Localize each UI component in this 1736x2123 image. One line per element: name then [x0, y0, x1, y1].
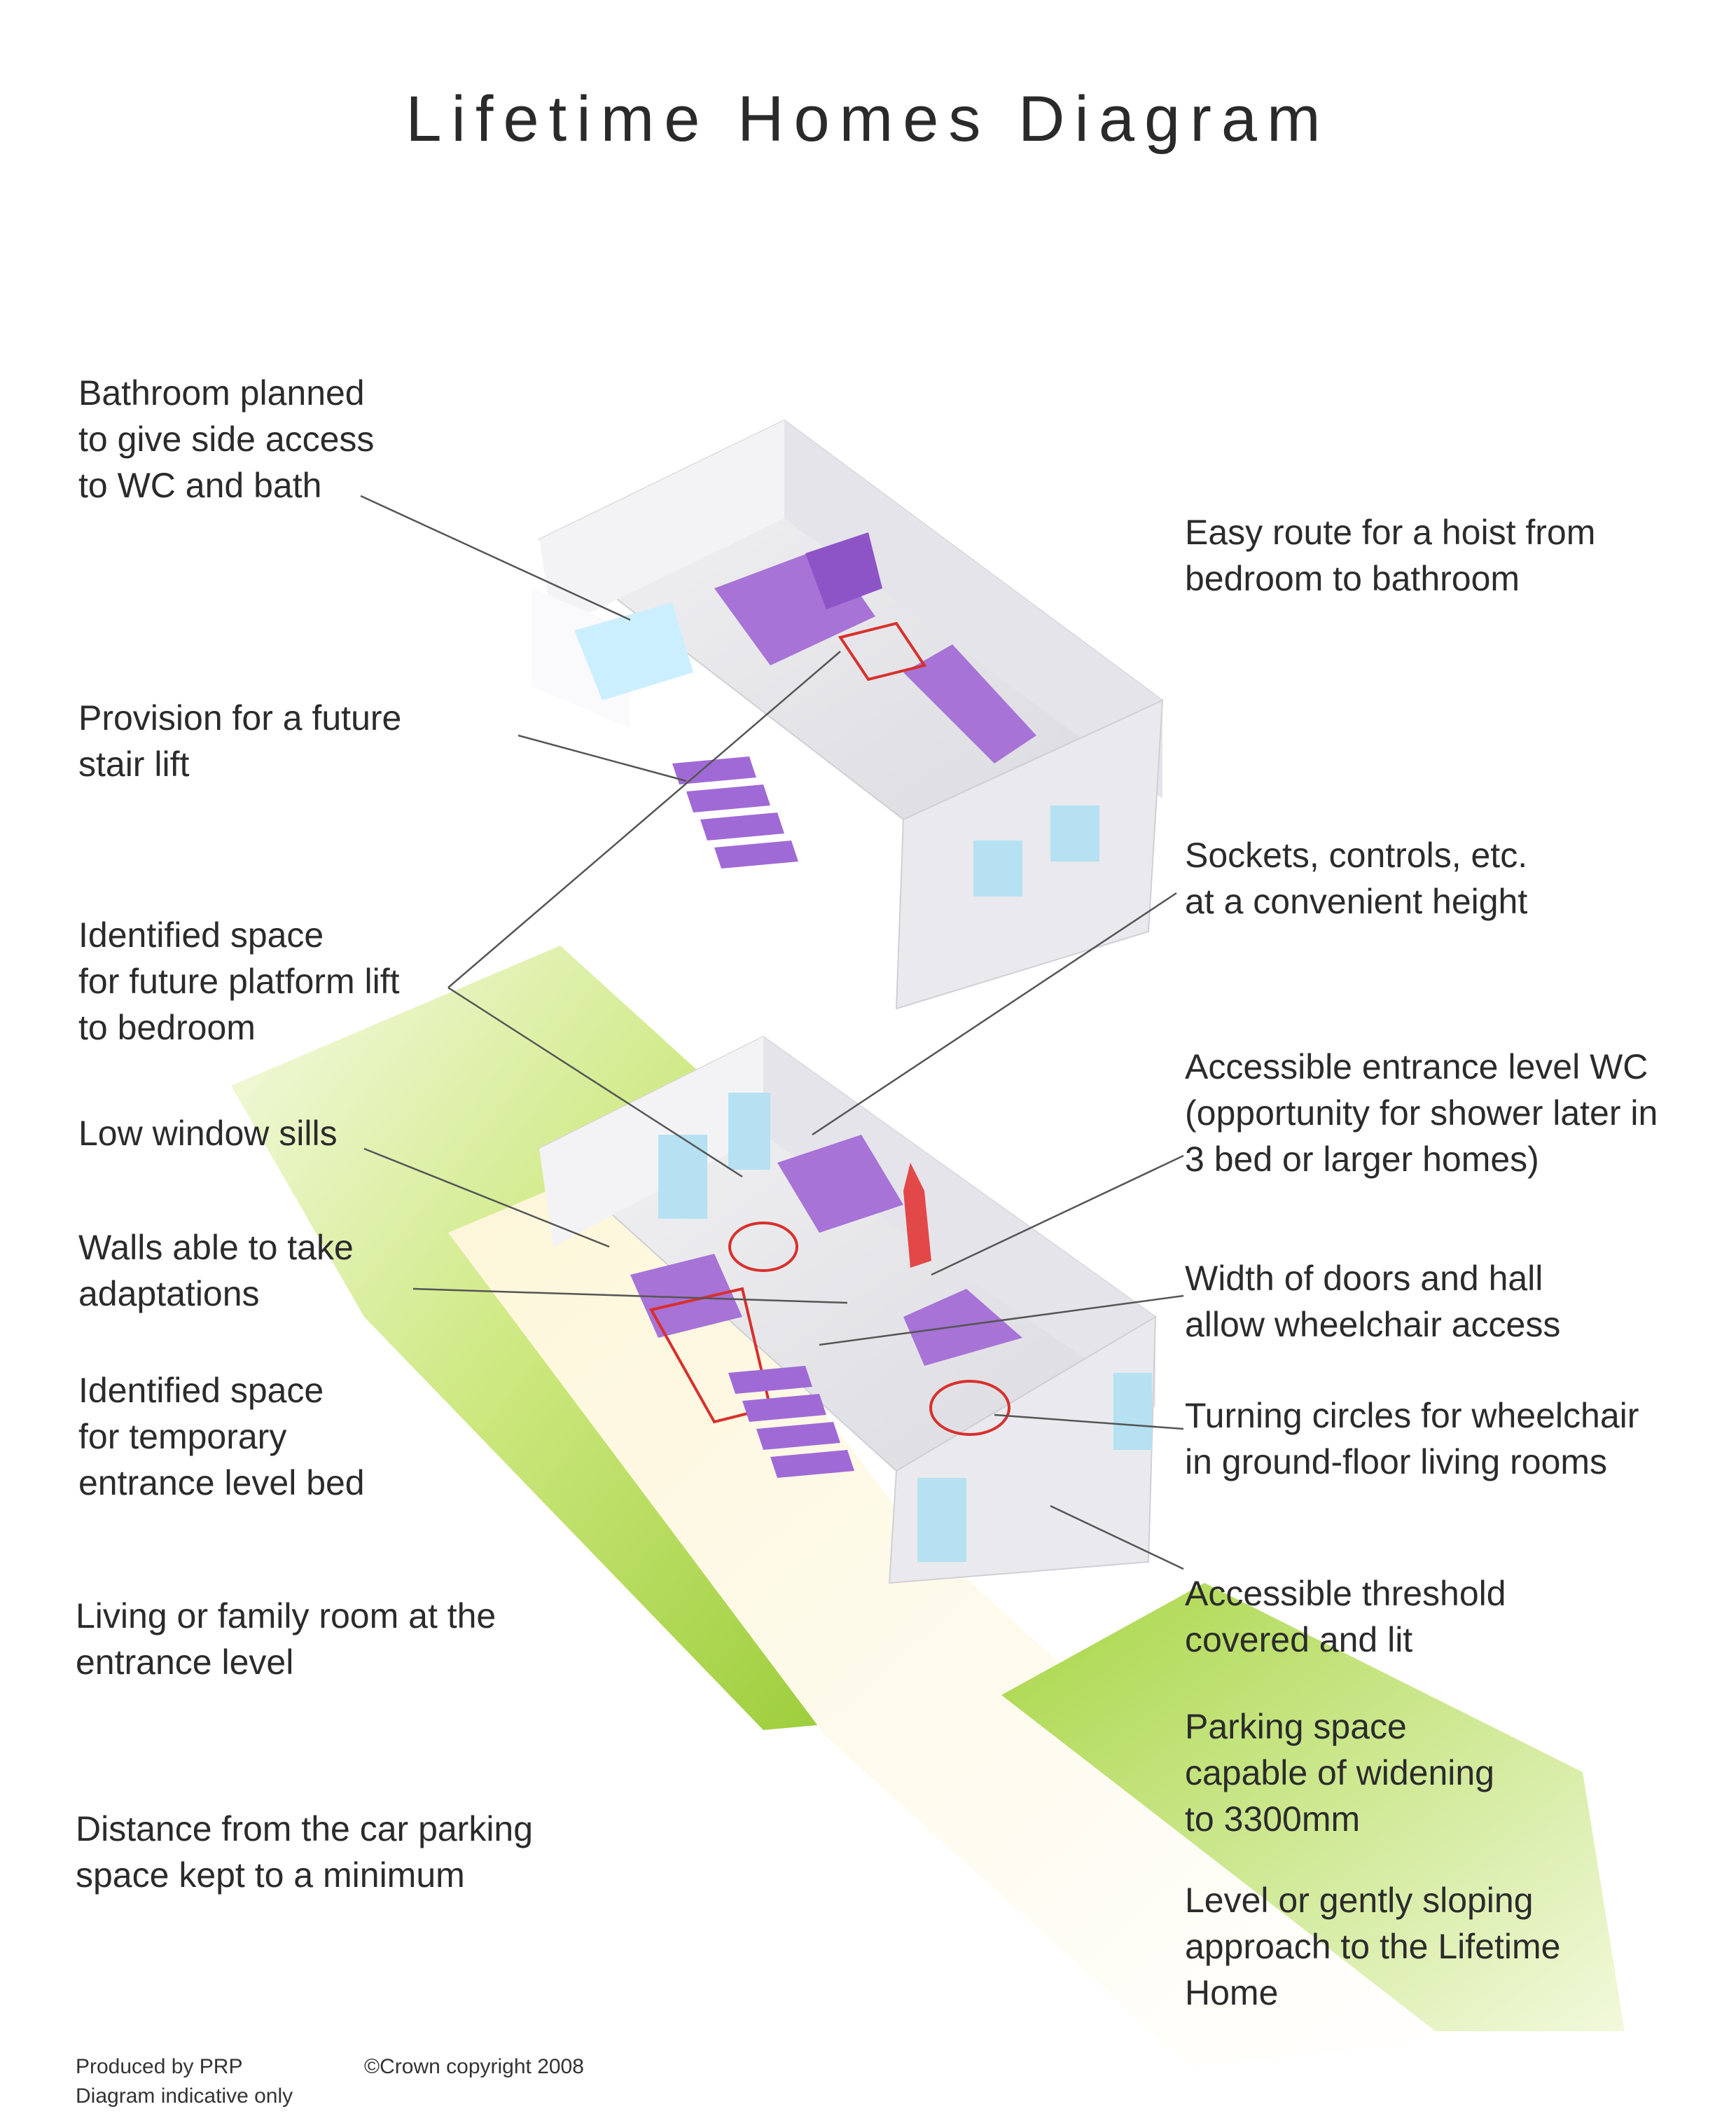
label-doors: Width of doors and hall allow wheelchair…: [1185, 1259, 1561, 1344]
label-stair-lift: Provision for a future stair lift: [78, 698, 402, 784]
ground-floor: [538, 1035, 1157, 1584]
lawn-right: [1001, 1583, 1625, 2031]
label-parking: Parking space capable of widening to 330…: [1185, 1707, 1494, 1839]
label-wc: Accessible entrance level WC (opportunit…: [1185, 1047, 1658, 1179]
label-threshold: Accessible threshold covered and lit: [1185, 1574, 1506, 1659]
label-turning: Turning circles for wheelchair in ground…: [1185, 1396, 1639, 1481]
label-living: Living or family room at the entrance le…: [76, 1596, 497, 1682]
label-distance: Distance from the car parking space kept…: [76, 1809, 534, 1895]
label-platform-lift: Identified space for future platform lif…: [78, 915, 400, 1047]
label-approach: Level or gently sloping approach to the …: [1185, 1881, 1561, 2012]
footer-copyright: ©Crown copyright 2008: [364, 2055, 584, 2078]
label-window-sills: Low window sills: [78, 1114, 338, 1153]
upper-floor: [532, 419, 1164, 1010]
label-sockets: Sockets, controls, etc. at a convenient …: [1185, 836, 1528, 921]
leader-lines: [360, 495, 1184, 1570]
label-hoist: Easy route for a hoist from bedroom to b…: [1185, 513, 1596, 598]
diagram-title: Lifetime Homes Diagram: [405, 83, 1331, 155]
footer-producer: Produced by PRP Diagram indicative only: [76, 2055, 293, 2108]
label-walls: Walls able to take adaptations: [78, 1228, 354, 1313]
label-temp-bed: Identified space for temporary entrance …: [78, 1371, 365, 1502]
label-bathroom: Bathroom planned to give side access to …: [78, 373, 375, 505]
